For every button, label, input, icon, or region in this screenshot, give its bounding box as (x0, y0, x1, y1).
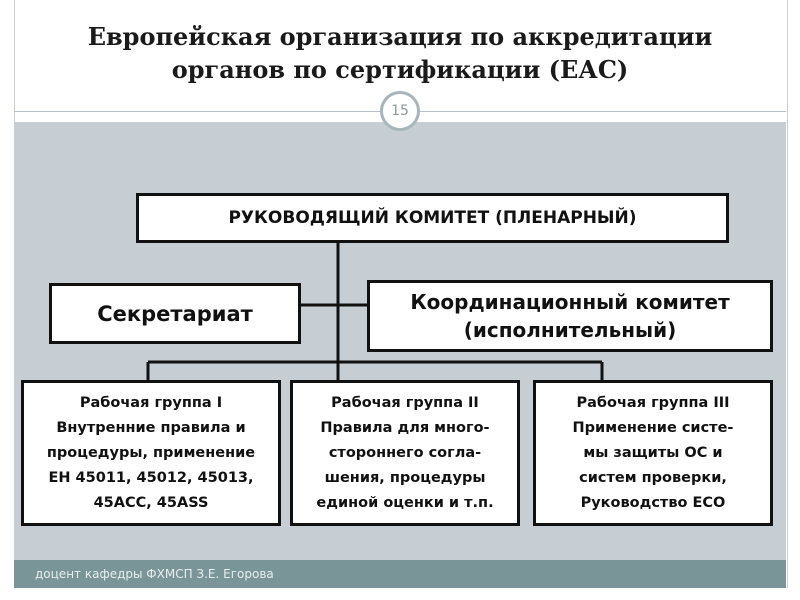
wg2-line: Рабочая группа II (331, 394, 479, 411)
slide-title: Европейская организация по аккредитации … (20, 20, 780, 86)
title-line-1: Европейская организация по аккредитации (87, 22, 713, 51)
wg3-line: Рабочая группа III (576, 394, 730, 411)
working-group-2-box: Рабочая группа II Правила для много- сто… (290, 380, 520, 526)
footer-bar (14, 560, 786, 588)
wg2-line: шения, процедуры (324, 469, 486, 486)
wg2-line: Правила для много- (320, 419, 490, 436)
wg1-line: Рабочая группа I (79, 394, 223, 411)
wg3-line: мы защиты ОС и (583, 444, 723, 461)
secretariat-box: Секретариат (49, 283, 301, 344)
steering-committee-label: РУКОВОДЯЩИЙ КОМИТЕТ (ПЛЕНАРНЫЙ) (228, 208, 637, 228)
wg3-line: систем проверки, (579, 469, 727, 486)
wg1-line: процедуры, применение (46, 444, 256, 461)
wg1-line: Внутренние правила и (56, 419, 246, 436)
title-line-2: органов по сертификации (ЕАС) (171, 55, 629, 84)
wg1-line: 45АСС, 45ASS (93, 494, 209, 511)
working-group-1-box: Рабочая группа I Внутренние правила и пр… (21, 380, 281, 526)
wg3-line: Руководство ЕСО (580, 494, 726, 511)
wg1-line: ЕН 45011, 45012, 45013, (48, 469, 254, 486)
wg3-line: Применение систе- (572, 419, 734, 436)
slide-number: 15 (380, 91, 420, 131)
coordination-committee-box: Координационный комитет (исполнительный) (367, 280, 773, 352)
coordination-line-2: (исполнительный) (463, 318, 677, 342)
secretariat-label: Секретариат (97, 301, 253, 326)
steering-committee-box: РУКОВОДЯЩИЙ КОМИТЕТ (ПЛЕНАРНЫЙ) (136, 193, 729, 243)
coordination-line-1: Координационный комитет (410, 290, 730, 314)
wg2-line: единой оценки и т.п. (316, 494, 494, 511)
wg2-line: стороннего согла- (328, 444, 482, 461)
working-group-3-box: Рабочая группа III Применение систе- мы … (533, 380, 773, 526)
footer-author: доцент кафедры ФХМСП З.Е. Егорова (35, 567, 274, 581)
